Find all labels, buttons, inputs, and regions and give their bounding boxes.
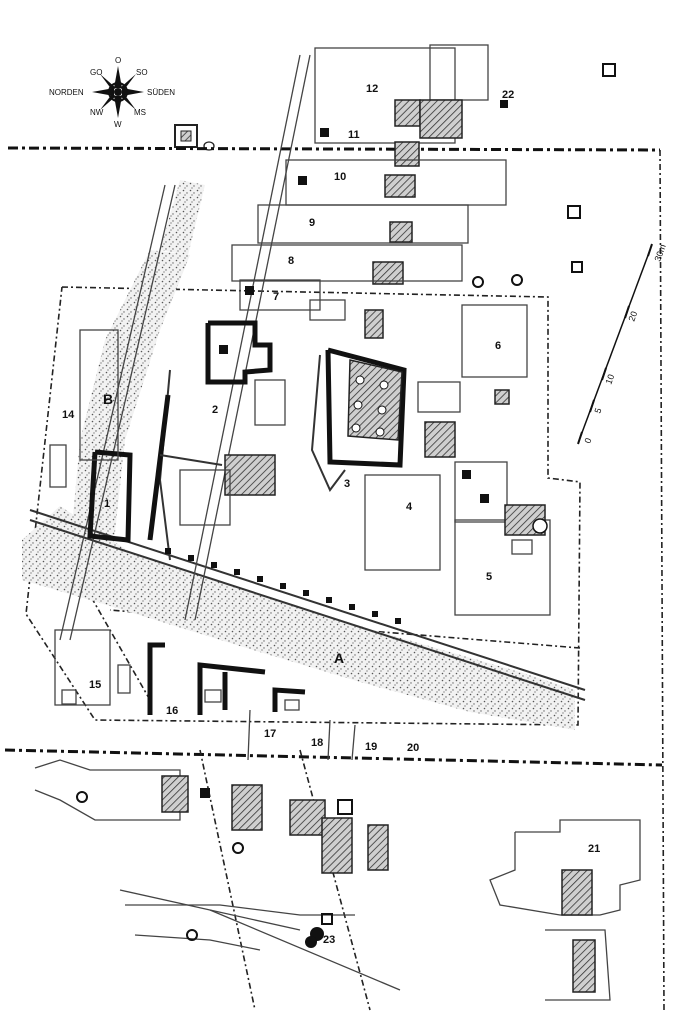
compass-se-label: SO xyxy=(136,68,148,77)
building-label-7: 7 xyxy=(273,291,279,303)
building-label-14: 14 xyxy=(62,409,75,421)
monument-square xyxy=(174,124,215,151)
compass-w-label: W xyxy=(114,120,122,129)
building-label-20: 20 xyxy=(407,742,419,754)
compass-south-label: SÜDEN xyxy=(147,88,175,97)
southern-row-buildings xyxy=(54,629,356,761)
main-complex xyxy=(49,279,551,624)
building-label-3: 3 xyxy=(344,478,350,490)
building-label-23: 23 xyxy=(323,934,335,946)
building-label-11: 11 xyxy=(348,129,360,141)
building-label-12: 12 xyxy=(366,83,378,95)
compass-north-label: NORDEN xyxy=(49,88,84,97)
building-label-2: 2 xyxy=(212,404,218,416)
compass-o-label: O xyxy=(115,56,121,65)
street-lines xyxy=(29,54,586,1011)
building-label-5: 5 xyxy=(486,571,492,583)
zone-label-a: A xyxy=(334,650,344,666)
building-label-16: 16 xyxy=(166,705,178,717)
building-label-9: 9 xyxy=(309,217,315,229)
building-label-15: 15 xyxy=(89,679,101,691)
scale-tick-0: 0 xyxy=(582,437,593,445)
building-label-17: 17 xyxy=(264,728,276,740)
compass-rose: NORDEN SÜDEN O W GO SO NW MS xyxy=(49,56,175,129)
building-label-21: 21 xyxy=(588,843,600,855)
portico-columns xyxy=(165,548,401,624)
building-label-4: 4 xyxy=(406,501,413,513)
street-fill xyxy=(22,180,575,730)
building-label-10: 10 xyxy=(334,171,346,183)
building-label-1: 1 xyxy=(104,498,110,510)
lower-buildings xyxy=(34,759,641,1001)
scale-unit-label: 30m xyxy=(652,243,667,263)
scale-tick-5: 5 xyxy=(592,407,603,415)
building-label-22: 22 xyxy=(502,89,514,101)
scale-tick-10: 10 xyxy=(603,373,616,386)
building-label-18: 18 xyxy=(311,737,323,749)
scale-tick-20: 20 xyxy=(626,310,639,323)
zone-label-b: B xyxy=(103,391,113,407)
scale-bar: 0 5 10 20 30m xyxy=(577,243,668,445)
building-label-6: 6 xyxy=(495,340,501,352)
compass-nw-label: NW xyxy=(90,108,104,117)
building-number-labels: 1 2 3 4 5 6 7 8 9 10 11 12 14 15 16 17 1… xyxy=(62,83,600,946)
building-label-8: 8 xyxy=(288,255,294,267)
building-label-19: 19 xyxy=(365,741,377,753)
northern-buildings xyxy=(231,44,616,339)
compass-ne-label: GO xyxy=(90,68,102,77)
compass-sw-label: MS xyxy=(134,108,146,117)
